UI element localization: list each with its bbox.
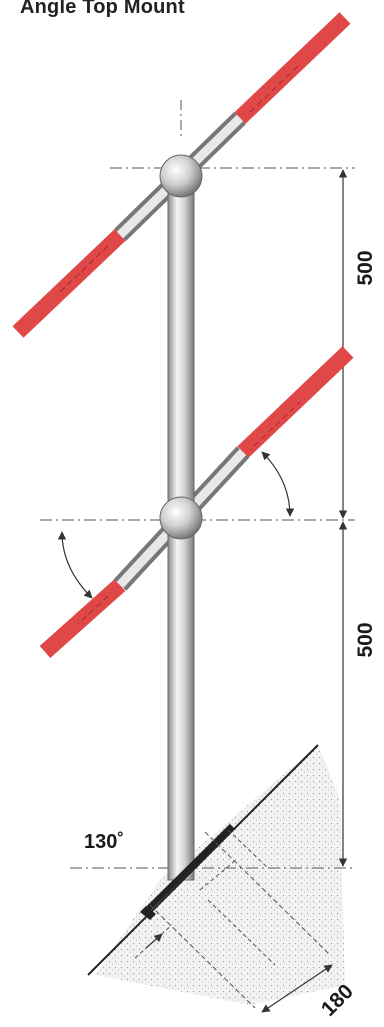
base-angle-label: 130˚	[84, 830, 124, 853]
lower-spacing-label: 500	[354, 622, 377, 657]
upper-spacing-label: 500	[354, 250, 377, 285]
right-angle-arc	[261, 451, 295, 517]
upper-rail-dash	[249, 63, 301, 113]
upper-rail-end-top	[234, 12, 351, 124]
base-width-dimension-line	[261, 964, 333, 1013]
lower-rail-dash-2	[77, 595, 109, 625]
base-dim-guide-2	[149, 904, 256, 1009]
left-angle-arc	[57, 531, 93, 599]
base-small-arrow	[145, 933, 163, 949]
base-dim-guide-4	[199, 859, 237, 891]
base-plate-tab	[140, 906, 156, 920]
base-dim-guide-3	[227, 829, 269, 869]
lower-rail-end-bottom	[39, 579, 126, 658]
base-slope-line	[87, 744, 319, 976]
base-plate	[142, 823, 235, 915]
diagram-title: Angle Top Mount	[20, 0, 185, 18]
lower-ball-joint	[159, 496, 203, 540]
concrete-base	[95, 745, 345, 1005]
lower-rail-dash	[253, 401, 301, 447]
base-dim-guide-1	[204, 831, 331, 956]
base-dim-guide-5	[207, 899, 276, 966]
upper-ball-joint	[159, 154, 203, 198]
upper-rail-dash-2	[59, 245, 109, 293]
lower-rail-end-top	[237, 346, 354, 458]
